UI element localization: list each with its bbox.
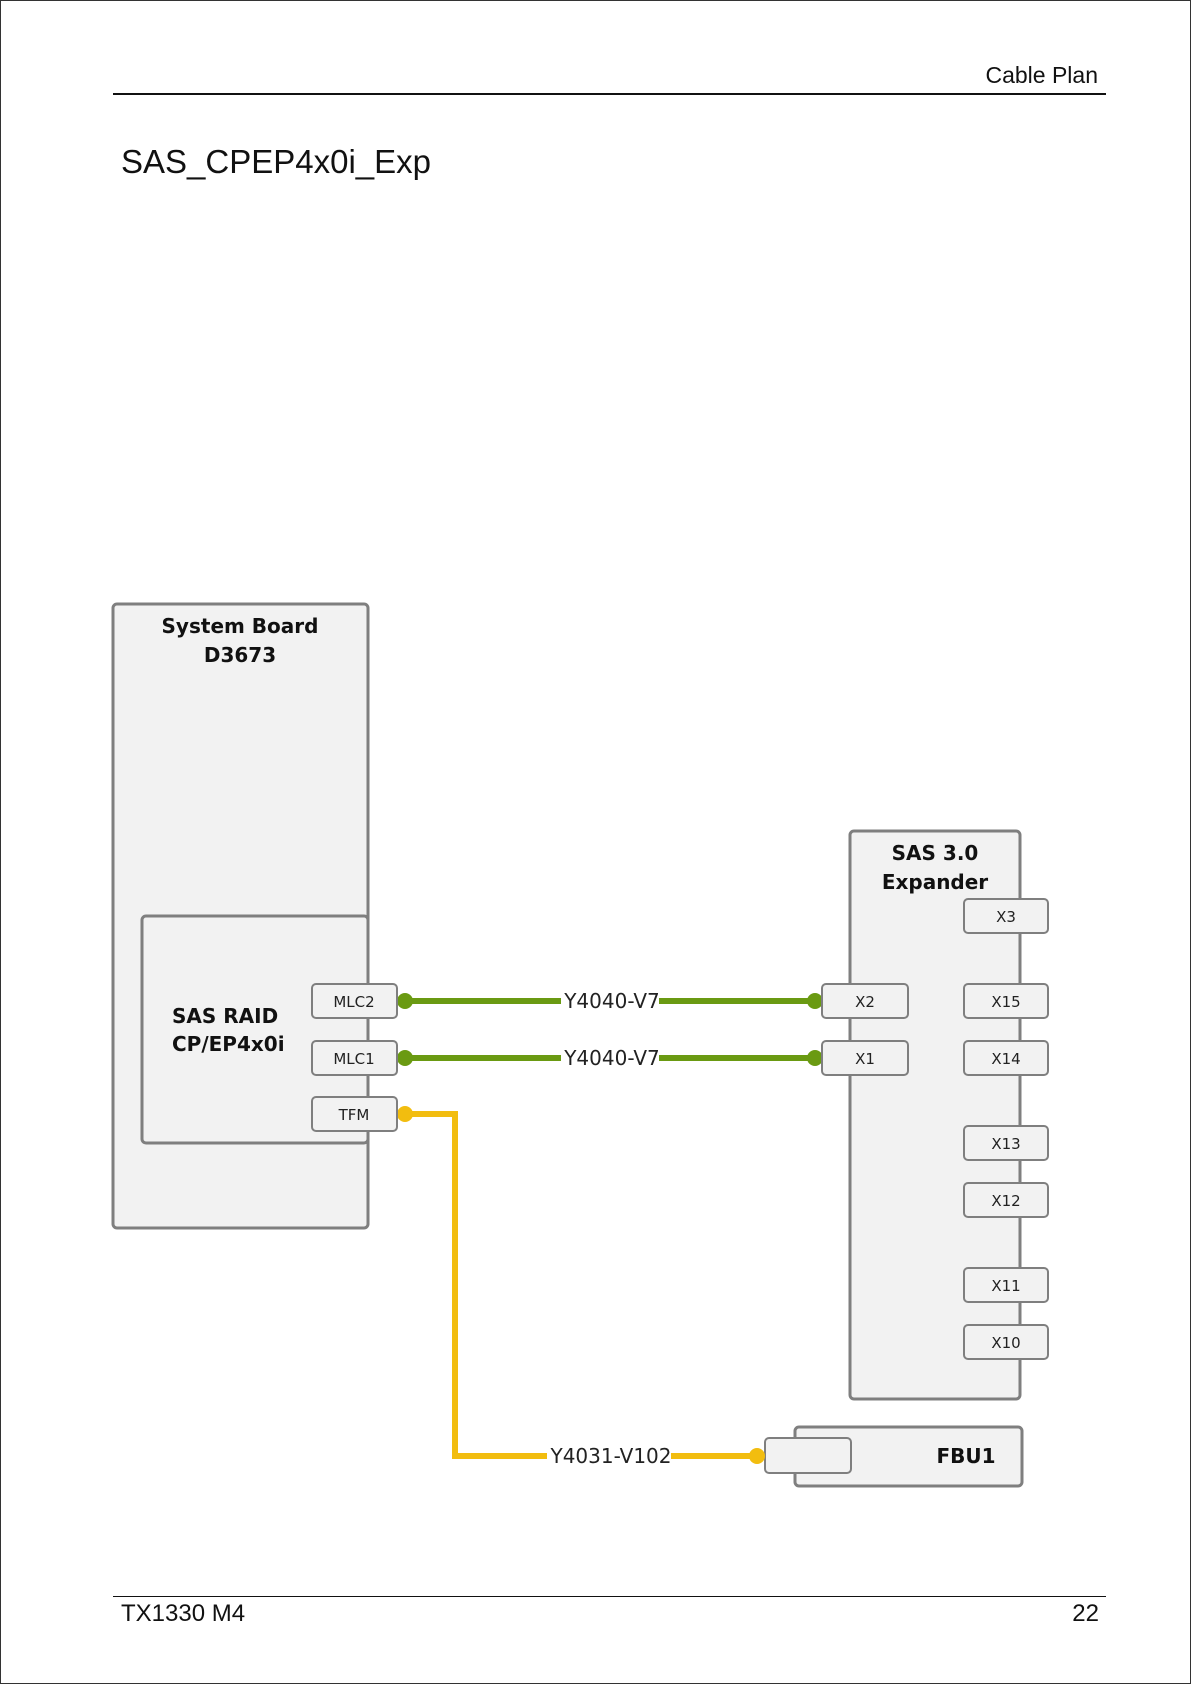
port-x11: X11	[964, 1268, 1048, 1302]
svg-text:X1: X1	[855, 1050, 875, 1068]
cable-tfm-fbu: Y4031-V102	[397, 1106, 765, 1468]
cable-mlc1-x1: Y4040-V7	[397, 1046, 823, 1070]
expander-label-2: Expander	[882, 870, 988, 894]
svg-text:X10: X10	[991, 1334, 1020, 1352]
cable-mlc2-x2: Y4040-V7	[397, 989, 823, 1013]
svg-text:X3: X3	[996, 908, 1016, 926]
fbu-label: FBU1	[936, 1444, 995, 1468]
port-x1: X1	[822, 1041, 908, 1075]
svg-text:X11: X11	[991, 1277, 1020, 1295]
cable-label-mlc1-x1: Y4040-V7	[563, 1046, 660, 1070]
port-x12: X12	[964, 1183, 1048, 1217]
port-x3: X3	[964, 899, 1048, 933]
port-tfm: TFM	[312, 1097, 397, 1131]
svg-text:X14: X14	[991, 1050, 1020, 1068]
svg-text:MLC2: MLC2	[333, 993, 374, 1011]
port-mlc2: MLC2	[312, 984, 397, 1018]
svg-text:MLC1: MLC1	[333, 1050, 374, 1068]
raid-controller-label-1: SAS RAID	[172, 1004, 278, 1028]
fbu: FBU1	[765, 1427, 1022, 1486]
raid-controller-label-2: CP/EP4x0i	[172, 1032, 285, 1056]
cable-label-tfm-fbu: Y4031-V102	[549, 1444, 671, 1468]
svg-text:X13: X13	[991, 1135, 1020, 1153]
svg-text:X2: X2	[855, 993, 875, 1011]
footer-page-number: 22	[1072, 1600, 1099, 1628]
port-mlc1: MLC1	[312, 1041, 397, 1075]
cable-label-mlc2-x2: Y4040-V7	[563, 989, 660, 1013]
footer-model: TX1330 M4	[121, 1600, 245, 1628]
svg-text:TFM: TFM	[338, 1106, 370, 1124]
port-x15: X15	[964, 984, 1048, 1018]
system-board-label-2: D3673	[204, 643, 276, 667]
port-x2: X2	[822, 984, 908, 1018]
system-board-label-1: System Board	[162, 614, 319, 638]
port-x10: X10	[964, 1325, 1048, 1359]
port-x14: X14	[964, 1041, 1048, 1075]
svg-text:X15: X15	[991, 993, 1020, 1011]
fbu-connector	[765, 1438, 851, 1473]
footer-rule	[113, 1596, 1106, 1597]
port-x13: X13	[964, 1126, 1048, 1160]
svg-text:X12: X12	[991, 1192, 1020, 1210]
expander-label-1: SAS 3.0	[892, 841, 979, 865]
